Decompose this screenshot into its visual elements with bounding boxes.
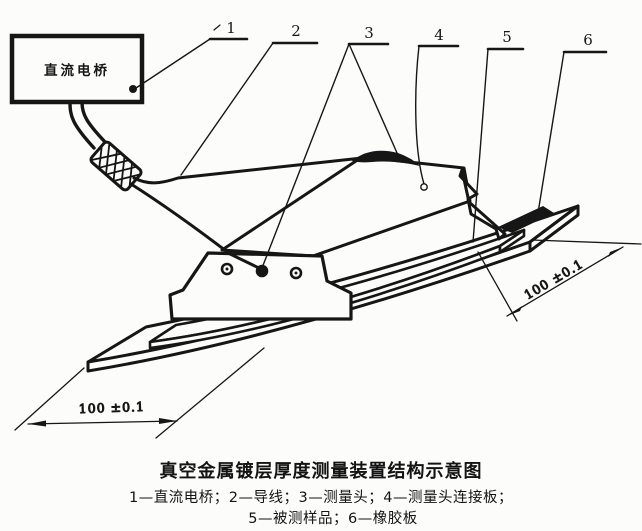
dimension-left-label: 100 ±0.1: [79, 399, 146, 416]
wire-to-head: [129, 182, 263, 271]
callout-3: [261, 42, 402, 269]
figure-legend-line-1: 1—直流电桥；2—导线；3—测量头；4—测量头连接板；: [129, 488, 513, 506]
dc-bridge-box: 直流电桥: [9, 33, 145, 105]
right-measuring-head: [458, 168, 507, 241]
dimension-right-label: 100 ±0.1: [521, 256, 586, 303]
figure-legend-line-2: 5—被测样品；6—橡胶板: [248, 509, 417, 527]
terminal-dot: [129, 85, 137, 93]
callout-leaders: [135, 24, 608, 269]
callout-number-1: 1: [226, 19, 236, 37]
callout-number-4: 4: [434, 26, 444, 44]
dc-bridge-label: 直流电桥: [44, 62, 110, 79]
lead-wires: [129, 156, 364, 271]
wire-terminal-blob: [352, 150, 420, 166]
callout-2: [180, 41, 319, 176]
dimension-left: 100 ±0.1: [14, 347, 265, 439]
figure-caption: 真空金属镀层厚度测量装置结构示意图 1—直流电桥；2—导线；3—测量头；4—测量…: [129, 460, 513, 527]
callout-1: [135, 24, 249, 89]
callout-number-5: 5: [502, 28, 512, 46]
cable-plug: [89, 140, 143, 192]
callout-numbers: 1 2 3 4 5 6: [226, 19, 593, 49]
callout-number-2: 2: [291, 22, 301, 40]
cable: [68, 100, 108, 150]
figure-title: 真空金属镀层厚度测量装置结构示意图: [160, 460, 483, 482]
callout-6: [535, 50, 608, 216]
connecting-plate: [220, 150, 507, 258]
callout-number-6: 6: [583, 31, 593, 49]
callout-number-3: 3: [364, 24, 374, 42]
front-measuring-head: [168, 251, 353, 321]
callout-5: [472, 47, 525, 243]
callout-4: [415, 44, 460, 191]
wire-to-plate: [132, 156, 364, 185]
